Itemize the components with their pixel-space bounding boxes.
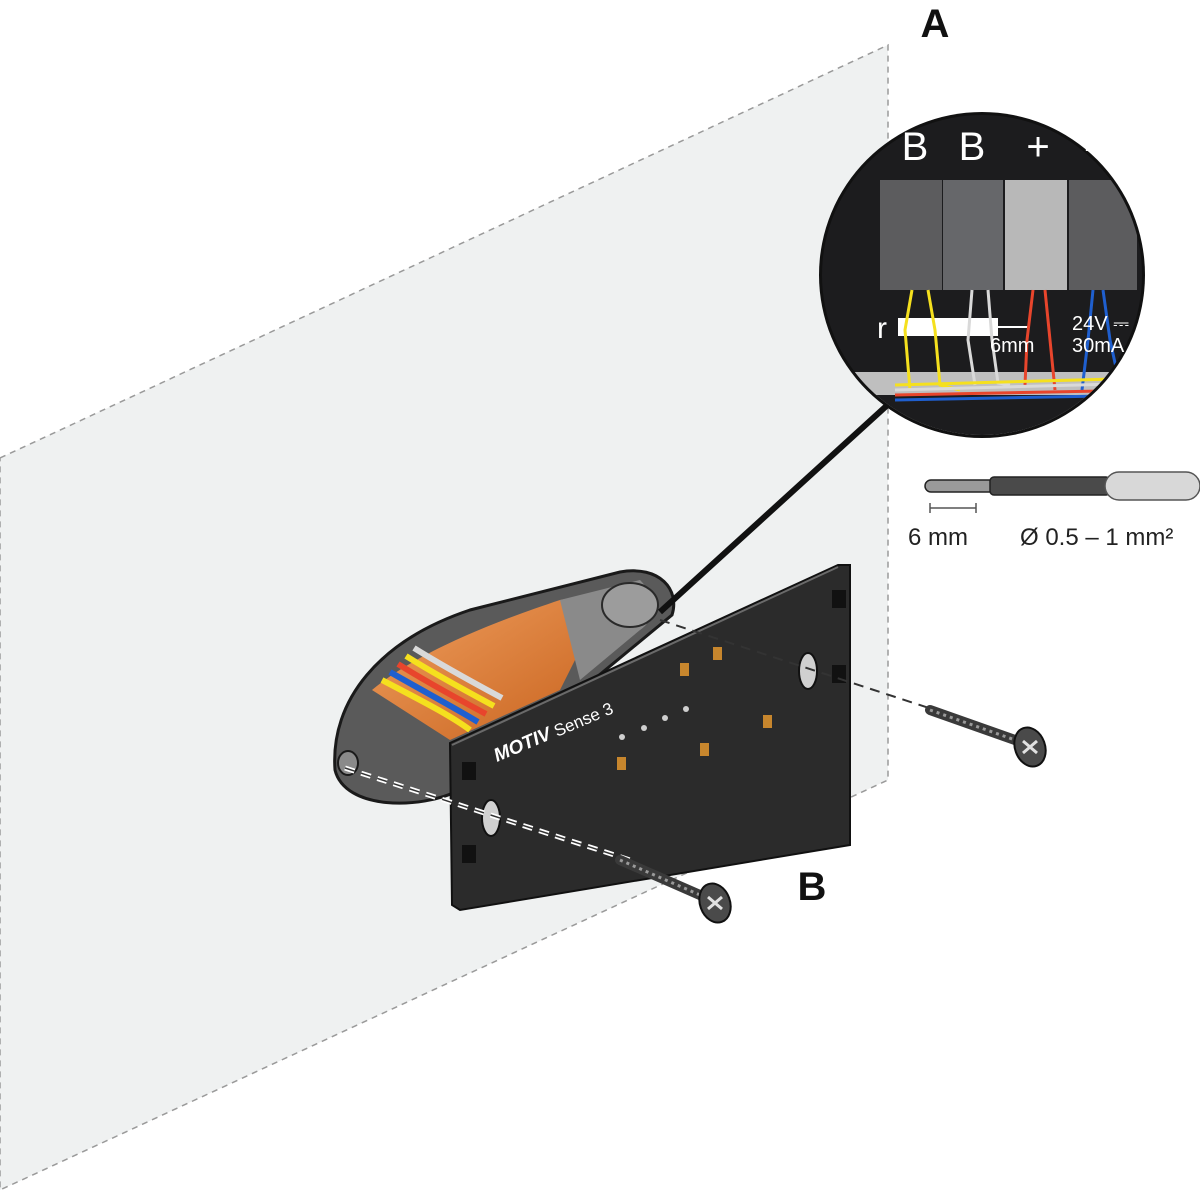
callout-leader (657, 397, 896, 615)
alignment-line-right (659, 619, 936, 711)
voltage-label: 24V ⎓ (1072, 313, 1129, 335)
mounting-plate: MOTIV Sense 3 (448, 564, 851, 912)
terminal-label-b1: B (902, 125, 929, 169)
wire-diameter-spec: Ø 0.5 – 1 mm² (1020, 524, 1173, 551)
strip-length-label: 6mm (990, 335, 1034, 357)
strip-letter: r (877, 312, 887, 345)
wall-plane (0, 43, 889, 1190)
strip-length-spec: 6 mm (908, 524, 968, 551)
terminal-label-minus: – (1086, 125, 1109, 169)
current-label: 30mA (1072, 335, 1125, 357)
stripped-wire-icon (924, 471, 1200, 513)
callout-b: B (798, 865, 827, 909)
wall-box (333, 569, 676, 805)
callout-a: A (921, 2, 950, 46)
terminal-block: B B + – r 6mm 24V ⎓ 30mA (819, 112, 1145, 438)
terminal-label-b2: B (959, 125, 986, 169)
screw-icon (615, 855, 732, 924)
plate-slot-right (798, 652, 818, 690)
screw-icon (925, 705, 1047, 768)
terminal-label-plus: + (1026, 125, 1049, 169)
